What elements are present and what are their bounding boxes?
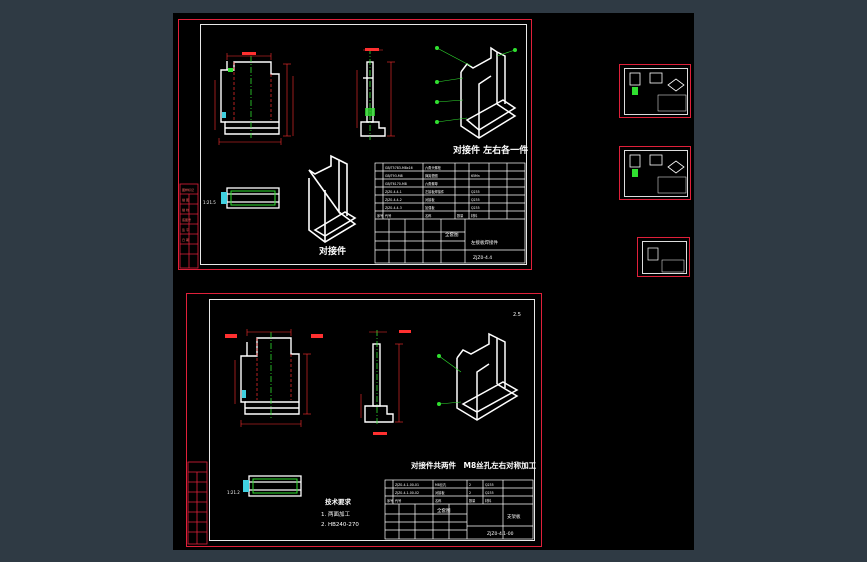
svg-text:左接板焊接件: 左接板焊接件 — [425, 189, 445, 194]
sheet-2-graphics: 2.5 — [187, 312, 537, 545]
svg-text:图样标记: 图样标记 — [182, 187, 194, 192]
drawing-sheet-2[interactable]: 2.5 — [186, 293, 542, 547]
sheet-1-pair-label: 对接件 左右各一件 — [453, 144, 528, 156]
svg-text:六角头螺栓: 六角头螺栓 — [425, 165, 442, 170]
sheet-1-drawing-no: ZJZ0-4.4 — [473, 255, 492, 261]
svg-text:材料: 材料 — [485, 498, 492, 503]
sheet-2-border — [209, 299, 535, 541]
sheet-1-dim-left: 1:21.5 — [203, 200, 216, 205]
svg-text:材料: 材料 — [471, 213, 478, 218]
svg-text:对接板: 对接板 — [435, 490, 445, 495]
svg-text:名称: 名称 — [435, 498, 442, 503]
sheet-1-side-view — [360, 61, 386, 137]
svg-text:六角螺母: 六角螺母 — [425, 181, 438, 186]
svg-text:代号: 代号 — [395, 498, 401, 503]
svg-text:GB/T6170-M8: GB/T6170-M8 — [385, 182, 407, 186]
sheet-2-title-name: 支架板 — [507, 513, 521, 520]
svg-text:加强板: 加强板 — [425, 205, 435, 210]
thumbnail-sheet-1[interactable] — [619, 64, 691, 118]
svg-text:对接板: 对接板 — [425, 197, 435, 202]
sheet-1-company: 全套图 — [445, 231, 459, 238]
svg-text:Q235: Q235 — [485, 491, 494, 495]
thumbnail-graphics — [647, 247, 685, 273]
sheet-2-scale-mark: 2.5 — [513, 312, 521, 318]
svg-text:ZJZ0-4.4-1: ZJZ0-4.4-1 — [385, 190, 402, 194]
svg-text:描 图: 描 图 — [182, 197, 189, 202]
sheet-1-title-name: 左接板焊接件 — [471, 239, 498, 246]
sheet-1-border — [200, 24, 527, 265]
svg-text:签 字: 签 字 — [182, 227, 189, 232]
svg-text:数量: 数量 — [457, 213, 464, 218]
svg-text:描 校: 描 校 — [182, 207, 189, 212]
svg-text:GB/T5783-M8x16: GB/T5783-M8x16 — [385, 166, 413, 170]
thumbnail-border — [624, 68, 688, 115]
svg-text:序号: 序号 — [387, 498, 393, 503]
sheet-2-revision-column — [187, 461, 208, 545]
svg-text:65Mn: 65Mn — [471, 174, 480, 178]
svg-text:ZJZ0-4.1-00-02: ZJZ0-4.1-00-02 — [395, 491, 419, 495]
sheet-2-side-view — [364, 343, 394, 423]
sheet-2-drawing-no: ZJZ0-4.1-00 — [487, 531, 514, 537]
sheet-2-title-block — [384, 479, 534, 540]
thumbnail-border — [624, 150, 688, 197]
sheet-1-part-label: 对接件 — [319, 245, 346, 257]
svg-text:弹簧垫圈: 弹簧垫圈 — [425, 173, 438, 178]
svg-text:ZJZ0-4.1-00-01: ZJZ0-4.1-00-01 — [395, 483, 419, 487]
sheet-1-isometric-view — [460, 46, 517, 139]
svg-text:M8丝孔: M8丝孔 — [435, 482, 447, 487]
svg-text:序号: 序号 — [377, 213, 383, 218]
svg-text:2: 2 — [469, 483, 471, 487]
sheet-2-front-view — [240, 337, 300, 415]
sheet-2-note-1: 1. 两面加工 — [321, 510, 350, 518]
thumbnail-sheet-3[interactable] — [637, 237, 690, 277]
sheet-1-revision-column — [179, 183, 199, 269]
sheet-2-heading: 对接件共两件 M8丝孔左右对称加工 — [411, 460, 537, 470]
sheet-1-title-block — [374, 162, 526, 264]
sheet-2-company: 全套图 — [437, 507, 451, 514]
svg-text:名称: 名称 — [425, 213, 432, 218]
thumbnail-graphics — [629, 154, 687, 194]
svg-text:Q235: Q235 — [471, 190, 480, 194]
svg-text:代号: 代号 — [385, 213, 391, 218]
sheet-2-isometric-view — [456, 332, 519, 421]
model-space-canvas[interactable]: 图样标记描 图描 校 底图号签 字日 期 — [173, 13, 694, 550]
sheet-2-note-2: 2. HB240-270 — [321, 522, 359, 528]
svg-text:ZJZ0-4.4-3: ZJZ0-4.4-3 — [385, 206, 402, 210]
svg-text:Q235: Q235 — [471, 198, 480, 202]
svg-text:底图号: 底图号 — [182, 217, 191, 222]
sheet-2-notes-title: 技术要求 — [325, 497, 352, 506]
svg-text:Q235: Q235 — [485, 483, 494, 487]
svg-text:2: 2 — [469, 491, 471, 495]
svg-text:ZJZ0-4.4-2: ZJZ0-4.4-2 — [385, 198, 402, 202]
sheet-2-top-view — [248, 475, 302, 497]
sheet-2-dim-left: 1:21.2 — [227, 490, 240, 495]
drawing-sheet-1[interactable]: 图样标记描 图描 校 底图号签 字日 期 — [178, 19, 532, 270]
sheet-1-isometric-view-2 — [308, 154, 357, 243]
thumbnail-border — [642, 241, 687, 274]
svg-text:Q235: Q235 — [471, 206, 480, 210]
svg-text:数量: 数量 — [469, 498, 476, 503]
thumbnail-graphics — [629, 72, 687, 112]
svg-text:日 期: 日 期 — [182, 237, 189, 242]
thumbnail-sheet-2[interactable] — [619, 146, 691, 200]
svg-text:GB/T93-M8: GB/T93-M8 — [385, 174, 403, 178]
